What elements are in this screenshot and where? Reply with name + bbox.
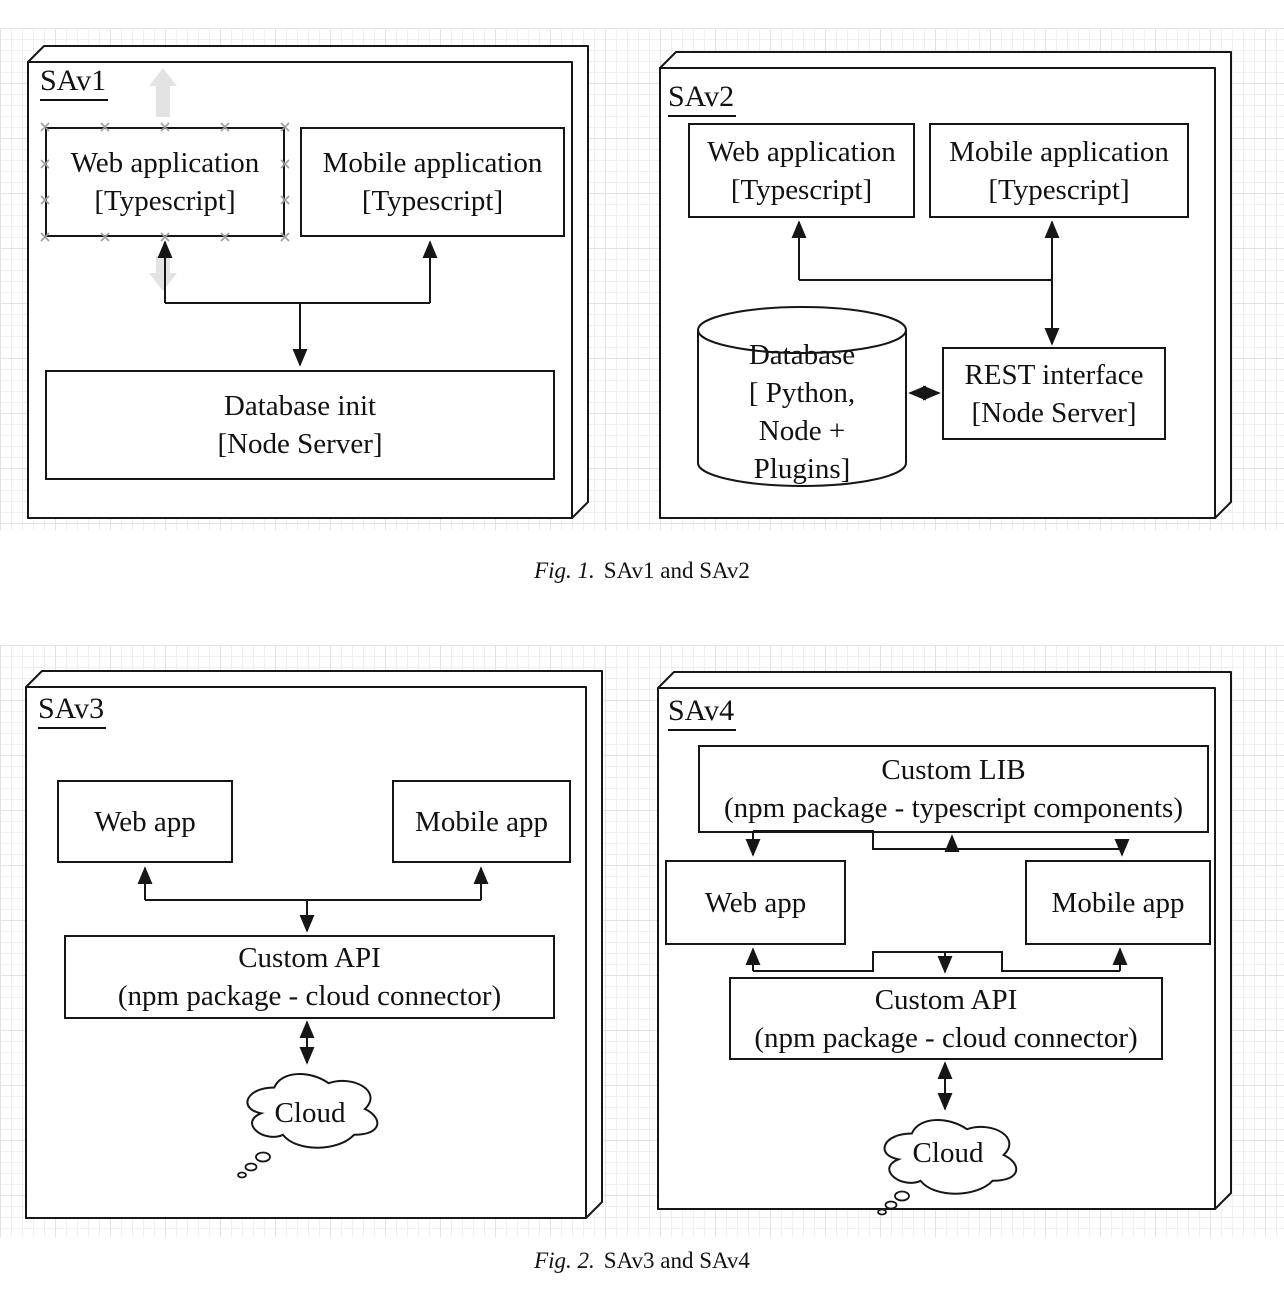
sav4-title: SAv4 [668,694,737,731]
sav1-database-init-box: Database init [Node Server] [45,370,555,480]
box-label: Web app [704,886,807,919]
sav4-custom-lib-box: Custom LIB (npm package - typescript com… [698,745,1209,833]
sav2-database-cylinder-label: Database [ Python, Node + Plugins] [700,336,904,488]
sav4-web-app-box: Web app [665,860,846,945]
sav2-rest-interface-box: REST interface [Node Server] [942,347,1166,440]
sav1-mobile-application-box: Mobile application [Typescript] [300,127,565,237]
sav2-web-application-box: Web application [Typescript] [688,123,915,218]
cylinder-label-line: [ Python, [748,377,856,409]
cloud-label: Cloud [274,1097,346,1129]
box-label: Web application [70,147,260,179]
box-label: Web application [707,135,896,168]
box-label: [Typescript] [730,173,873,206]
sav3-mobile-app-box: Mobile app [392,780,571,863]
box-label: (npm package - typescript components) [723,792,1183,824]
sav2-mobile-application-box: Mobile application [Typescript] [929,123,1189,218]
box-label: [Node Server] [217,428,383,460]
box-label: Database init [223,390,377,422]
box-label: Custom API [238,942,381,974]
box-label: (npm package - cloud connector) [754,1021,1138,1054]
figure1-caption: Fig. 1. SAv1 and SAv2 [0,558,1284,584]
sav1-title: SAv1 [40,64,109,101]
box-label: Custom LIB [881,754,1026,786]
figure1-caption-text: SAv1 and SAv2 [603,558,750,583]
box-label: [Typescript] [361,185,504,217]
box-label: Mobile app [1051,886,1185,919]
box-label: [Typescript] [94,185,236,217]
sav4-mobile-app-box: Mobile app [1025,860,1211,945]
box-label: [Node Server] [971,396,1137,429]
cylinder-label-line: Node + [758,415,846,447]
cylinder-label-line: Database [748,339,856,371]
figure2-caption-label: Fig. 2. [534,1248,595,1273]
sav3-custom-api-box: Custom API (npm package - cloud connecto… [64,935,555,1019]
box-label: Web app [94,805,196,838]
box-label: REST interface [964,358,1144,391]
figure2-caption-text: SAv3 and SAv4 [603,1248,750,1273]
sav3-web-app-box: Web app [57,780,233,863]
cylinder-label-line: Plugins] [753,453,851,485]
sav2-title: SAv2 [668,80,737,117]
box-label: Custom API [874,983,1018,1016]
box-label: [Typescript] [988,173,1130,206]
sav1-web-application-box: Web application [Typescript] [45,127,285,237]
sav3-title: SAv3 [38,692,107,729]
figure1-caption-label: Fig. 1. [534,558,595,583]
figure2-caption: Fig. 2. SAv3 and SAv4 [0,1248,1284,1274]
box-label: Mobile app [415,805,548,838]
box-label: (npm package - cloud connector) [117,980,502,1012]
sav3-cloud-label: Cloud [240,1094,380,1132]
box-label: Mobile application [949,135,1169,168]
sav4-custom-api-box: Custom API (npm package - cloud connecto… [729,977,1163,1060]
box-label: Mobile application [322,147,543,179]
sav4-cloud-label: Cloud [878,1134,1018,1172]
cloud-label: Cloud [912,1137,984,1169]
